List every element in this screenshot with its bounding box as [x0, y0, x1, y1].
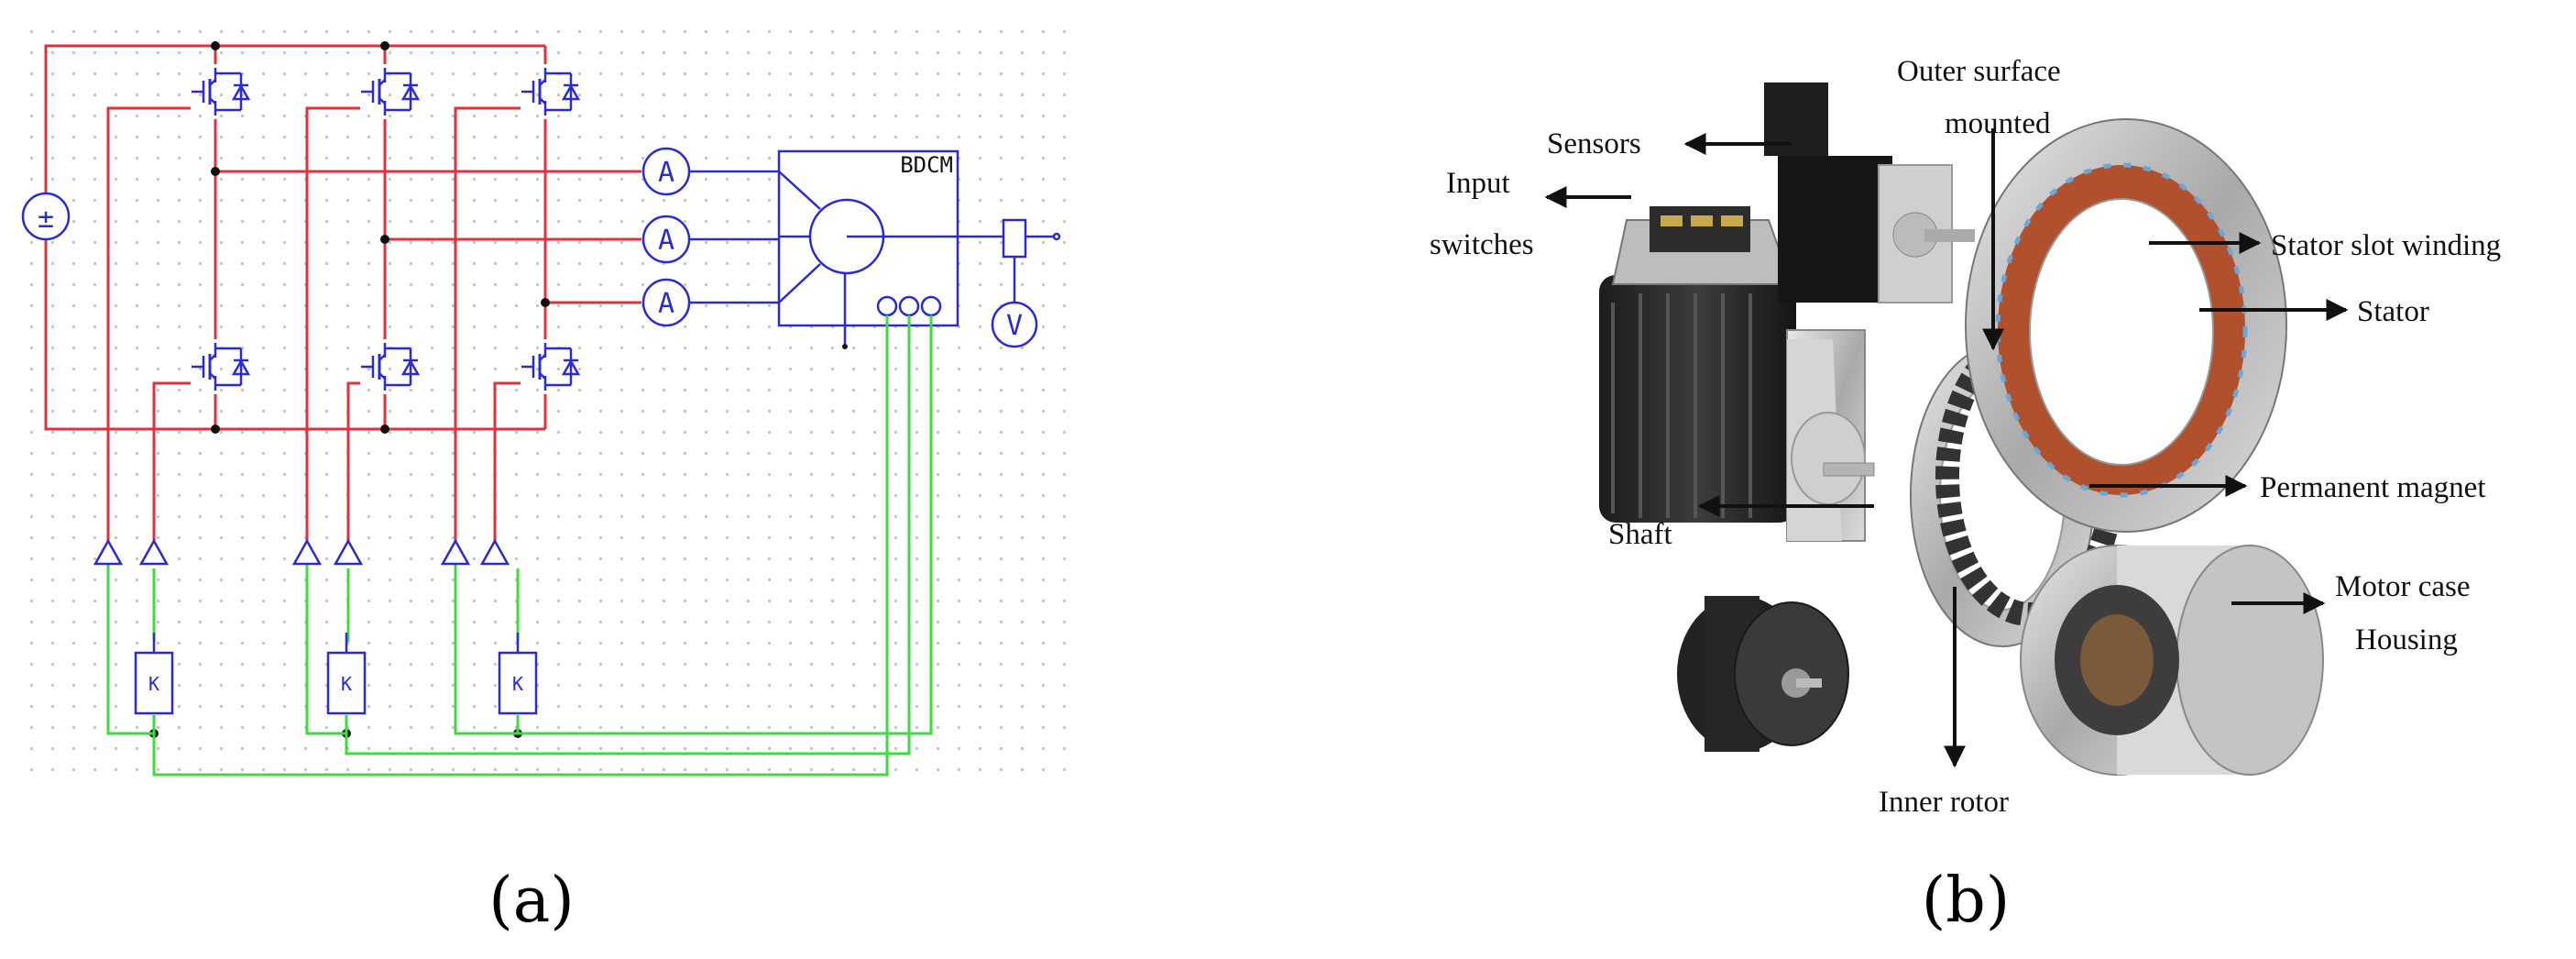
caption-b: (b) — [1922, 865, 2011, 937]
gain-blocks: K K K — [134, 633, 538, 715]
label-inner-rotor: Inner rotor — [1879, 786, 2009, 819]
caption-a: (a) — [488, 865, 575, 937]
dc-source: ± — [21, 192, 71, 241]
dot-grid-background — [20, 20, 1074, 786]
label-motor-case-line2: Housing — [2355, 623, 2458, 656]
bdcm-label: BDCM — [900, 152, 953, 178]
housing-illustration — [2020, 545, 2324, 776]
label-input-switches-line2: switches — [1430, 228, 1534, 261]
label-input-switches-line1: Input — [1446, 167, 1510, 200]
dc-source-symbol: ± — [38, 203, 54, 235]
motor-body-illustration — [1599, 206, 1875, 542]
gain-block-3-symbol: K — [512, 673, 523, 695]
panel-b-motor-illustration: Sensors Input switches Outer surface mou… — [1430, 55, 2501, 937]
label-outer-surface-line2: mounted — [1945, 107, 2051, 140]
signal-wires — [106, 315, 933, 777]
label-motor-case-line1: Motor case — [2335, 570, 2471, 603]
label-stator: Stator — [2357, 295, 2429, 328]
voltmeter-symbol: V — [1006, 310, 1023, 342]
gain-block-1-symbol: K — [148, 673, 159, 695]
label-arrows — [1544, 128, 2349, 768]
panel-a-circuit: ± A A A BDCM — [20, 20, 1074, 937]
label-stator-slot-winding: Stator slot winding — [2271, 229, 2501, 262]
ammeter-b-symbol: A — [658, 225, 674, 257]
label-outer-surface-line1: Outer surface — [1897, 55, 2061, 88]
sensor-motor-illustration — [1764, 83, 1975, 303]
ammeter-a-symbol: A — [658, 157, 674, 189]
ammeters: A A A — [641, 147, 779, 327]
gate-buffers — [93, 538, 510, 566]
label-shaft: Shaft — [1608, 518, 1672, 551]
stator-illustration — [1965, 118, 2287, 533]
label-sensors: Sensors — [1547, 127, 1641, 160]
small-motor-illustration — [1677, 596, 1849, 752]
bdcm-motor-block: BDCM V — [777, 149, 1061, 349]
gain-block-2-symbol: K — [341, 673, 352, 695]
power-wires — [44, 44, 641, 541]
label-permanent-magnet: Permanent magnet — [2260, 471, 2486, 504]
ammeter-c-symbol: A — [658, 288, 674, 320]
